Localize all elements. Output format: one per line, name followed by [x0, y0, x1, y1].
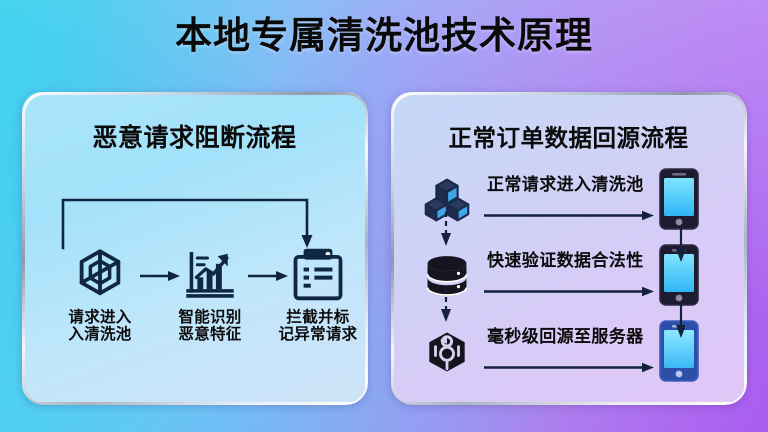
- arrow-phone2-to-phone3: [673, 304, 689, 338]
- dashed-arrow-row1-to-row2: [438, 212, 454, 246]
- left-step-2-label: 智能识别 恶意特征: [178, 309, 242, 344]
- arrow-step2-to-step3: [248, 270, 288, 282]
- arrow-step1-to-step2: [140, 270, 180, 282]
- cubes-blocks-icon: [421, 174, 473, 226]
- phone-icon: [659, 244, 699, 306]
- bar-chart-trend-icon: [155, 243, 265, 305]
- clipboard-list-icon: [263, 243, 373, 305]
- right-row-2: 快速验证数据合法性: [421, 244, 731, 306]
- database-icon: [421, 250, 473, 302]
- left-step-1: 请求进入 入清洗池: [45, 243, 155, 344]
- right-row-1: 正常请求进入清洗池: [421, 168, 731, 230]
- left-step-1-label: 请求进入 入清洗池: [68, 309, 132, 344]
- arrow-phone1-to-phone2: [673, 228, 689, 262]
- left-panel-title: 恶意请求阻断流程: [92, 124, 297, 152]
- openai-knot-icon: [45, 243, 155, 305]
- hex-user-node-icon: [421, 326, 473, 378]
- left-step-2: 智能识别 恶意特征: [155, 243, 265, 344]
- arrow-row3-to-phone: [484, 362, 654, 373]
- malicious-request-panel: 恶意请求阻断流程: [22, 92, 367, 404]
- right-row-3: 毫秒级回源至服务器: [421, 320, 731, 382]
- left-step-3-label: 拦截并标 记异常请求: [278, 309, 358, 344]
- right-row-2-label: 快速验证数据合法性: [487, 251, 644, 270]
- bracket-step1-to-step3-connector: [60, 196, 313, 250]
- phone-icon: [659, 320, 699, 382]
- right-panel-title: 正常订单数据回源流程: [448, 125, 689, 151]
- arrow-row1-to-phone: [484, 210, 654, 221]
- arrow-row2-to-phone: [484, 286, 654, 297]
- left-step-3: 拦截并标 记异常请求: [263, 243, 373, 344]
- dashed-arrow-row2-to-row3: [438, 288, 454, 322]
- right-row-3-label: 毫秒级回源至服务器: [487, 327, 644, 346]
- right-row-1-label: 正常请求进入清洗池: [487, 175, 644, 194]
- page-title: 本地专属清洗池技术原理: [175, 15, 593, 56]
- phone-icon: [659, 168, 699, 230]
